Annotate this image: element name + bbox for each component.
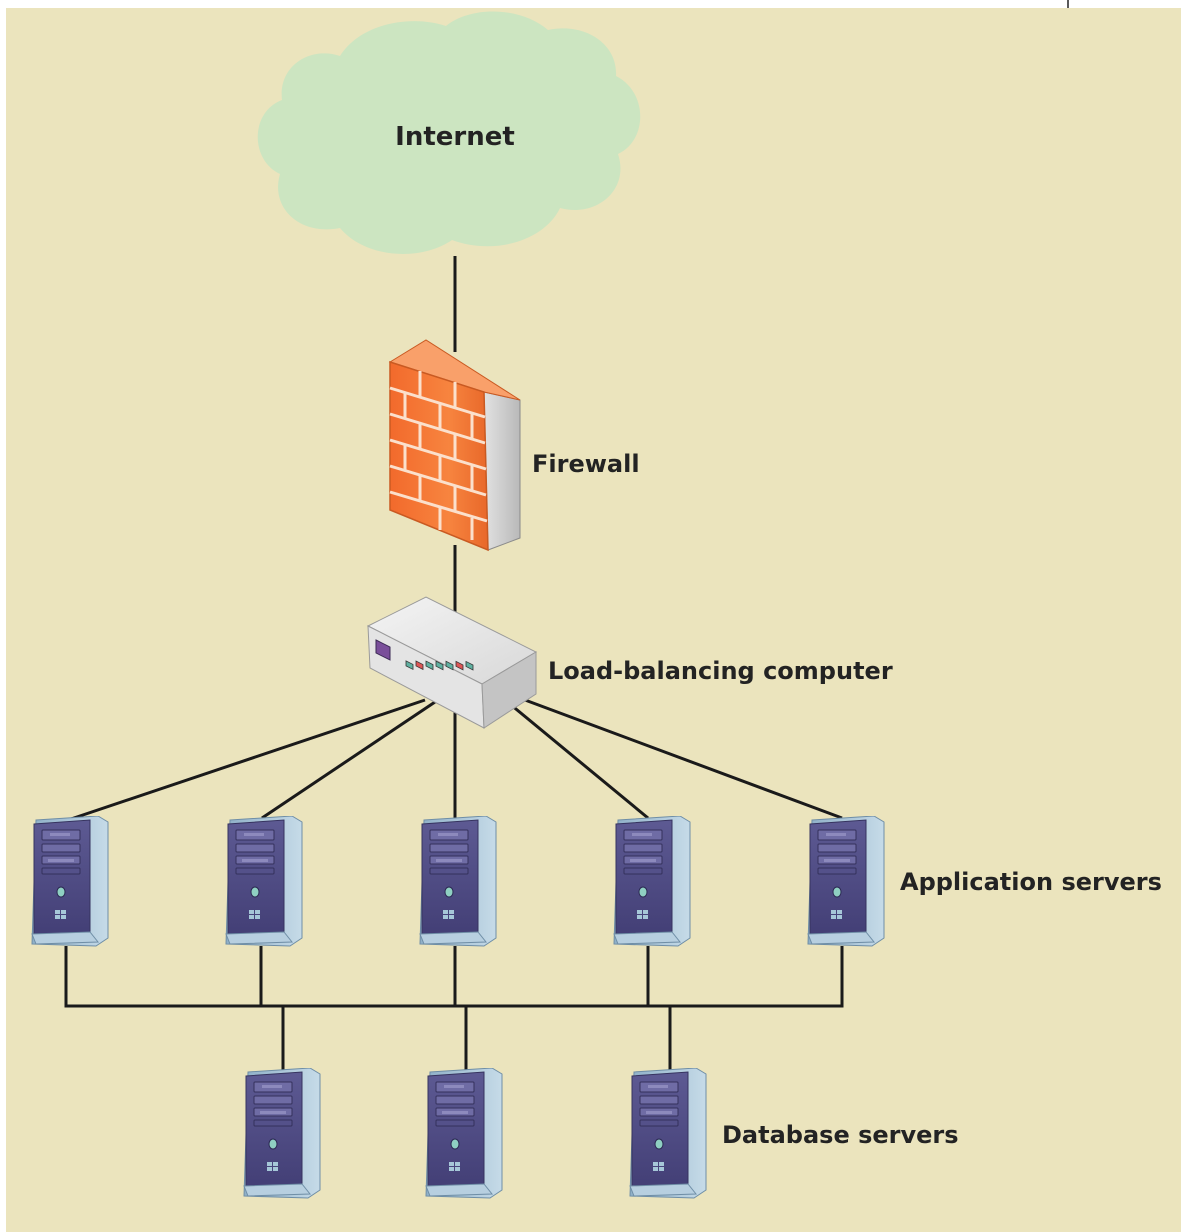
- connection-wires: [64, 256, 844, 1072]
- app-server-5-icon: [808, 816, 884, 946]
- database-servers: [244, 1068, 706, 1198]
- firewall-icon: [388, 339, 521, 552]
- firewall-label: Firewall: [532, 450, 640, 478]
- diagram-panel: [6, 8, 1181, 1232]
- app-server-4-icon: [614, 816, 690, 946]
- internet-cloud-icon: [257, 11, 641, 254]
- db-server-1-icon: [244, 1068, 320, 1198]
- app-server-1-icon: [32, 816, 108, 946]
- app-server-3-icon: [420, 816, 496, 946]
- load-balancer-icon: [366, 596, 538, 729]
- db-server-3-icon: [630, 1068, 706, 1198]
- db-server-2-icon: [426, 1068, 502, 1198]
- database-servers-label: Database servers: [722, 1121, 959, 1149]
- internet-label: Internet: [395, 122, 515, 152]
- application-servers-label: Application servers: [900, 868, 1162, 896]
- app-server-2-icon: [226, 816, 302, 946]
- load-balancer-label: Load-balancing computer: [548, 657, 893, 685]
